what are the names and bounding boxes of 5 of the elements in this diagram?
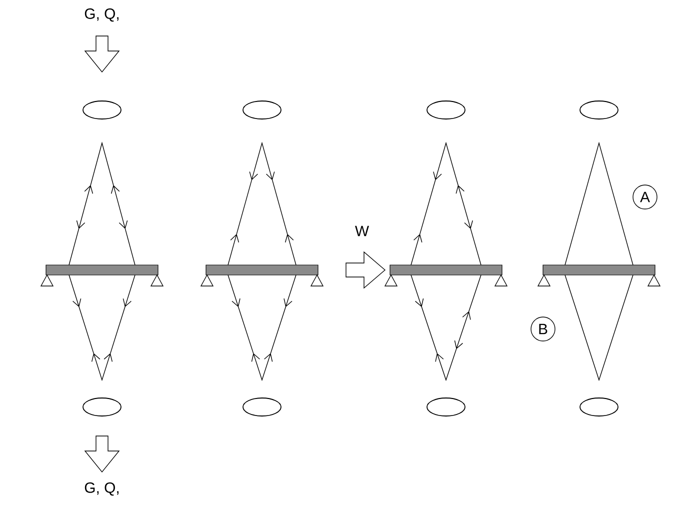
circled-label: A (632, 184, 658, 210)
circled-label: B (530, 316, 556, 342)
load-label: G, Q, (84, 482, 119, 496)
load-label: W (355, 226, 369, 236)
load-label: G, Q, (84, 8, 119, 22)
